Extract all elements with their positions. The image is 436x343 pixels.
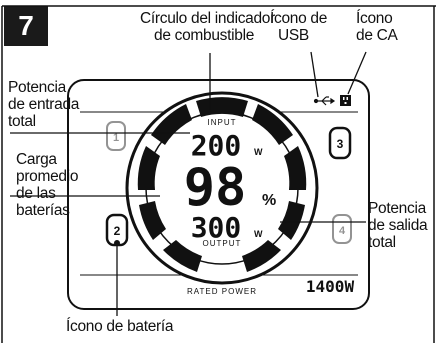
input-value: 200 bbox=[191, 129, 242, 162]
ac-icon-callout: Ícono de CA bbox=[356, 10, 398, 44]
device-panel bbox=[67, 79, 370, 310]
ac-plug-icon bbox=[340, 95, 351, 106]
side-icon-3: 3 bbox=[328, 126, 352, 160]
battery-load-value: 98 bbox=[184, 158, 247, 218]
fuel-gauge-segments bbox=[137, 97, 307, 272]
output-value: 300 bbox=[191, 211, 242, 244]
rated-power-label: RATED POWER bbox=[187, 287, 257, 296]
svg-text:2: 2 bbox=[114, 224, 121, 238]
output-label: OUTPUT bbox=[203, 239, 242, 248]
input-power-callout: Potencia de entrada total bbox=[8, 79, 80, 130]
leader-lines bbox=[10, 51, 367, 316]
rated-power-value: 1400W bbox=[306, 277, 355, 296]
svg-text:4: 4 bbox=[339, 225, 346, 237]
input-unit: W bbox=[254, 147, 263, 157]
usb-icon bbox=[313, 96, 336, 106]
side-icon-1: 1 bbox=[106, 121, 126, 151]
output-unit: W bbox=[254, 229, 263, 239]
fuel-gauge-callout: Círculo del indicador de combustible bbox=[140, 10, 275, 44]
battery-icon-callout: Ícono de batería bbox=[66, 318, 174, 335]
side-icon-4: 4 bbox=[332, 214, 352, 244]
output-power-callout: Potencia de salida total bbox=[368, 200, 428, 251]
figure-number: 7 bbox=[4, 6, 48, 46]
svg-text:3: 3 bbox=[337, 137, 344, 151]
usb-icon-callout: Ícono de USB bbox=[270, 10, 328, 44]
battery-load-callout: Carga promedio de las baterías bbox=[16, 151, 79, 219]
svg-text:1: 1 bbox=[113, 132, 119, 144]
battery-load-unit: % bbox=[262, 192, 276, 209]
input-label: INPUT bbox=[208, 118, 237, 127]
